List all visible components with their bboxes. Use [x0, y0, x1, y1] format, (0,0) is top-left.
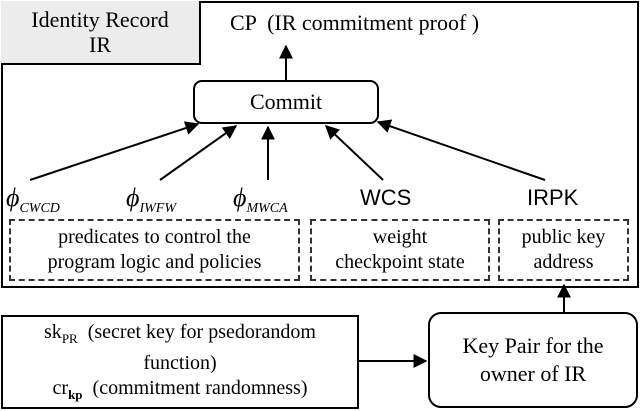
- wcs-label: WCS: [360, 185, 412, 210]
- weight-line1: weight: [372, 226, 428, 248]
- phi-mwca-label: ϕMWCA: [233, 183, 288, 224]
- secret-line1: skPR (secret key for psedorandom: [44, 320, 316, 351]
- weight-line2: checkpoint state: [335, 251, 465, 273]
- secret-key-box: skPR (secret key for psedorandom functio…: [1, 315, 359, 409]
- secret-line2: function): [143, 352, 217, 374]
- secret-line3: crkp (commitment randomness): [53, 376, 308, 407]
- identity-record-title: Identity Record: [31, 7, 169, 32]
- phi-cwcd-label: ϕCWCD: [6, 183, 60, 224]
- predicates-box: predicates to control the program logic …: [9, 219, 300, 281]
- phi-symbol: ϕ: [126, 183, 140, 212]
- pubkey-line2: address: [533, 251, 594, 273]
- key-pair-node: Key Pair for the owner of IR: [428, 312, 638, 408]
- phi-subscript: IWFW: [139, 201, 177, 217]
- identity-record-abbrev: IR: [89, 32, 111, 57]
- keypair-line1: Key Pair for the: [462, 333, 604, 358]
- commit-label: Commit: [249, 89, 323, 114]
- sk-subscript: PR: [61, 331, 78, 346]
- phi-symbol: ϕ: [6, 183, 20, 212]
- arrow-irpk-to-commit: [376, 119, 546, 181]
- cr-description: (commitment randomness): [92, 377, 308, 399]
- arrow-iwfw-to-commit: [159, 125, 238, 181]
- phi-subscript: MWCA: [246, 201, 288, 217]
- arrow-cwcd-to-commit: [29, 121, 200, 181]
- commit-node: Commit: [193, 80, 379, 124]
- pubkey-line1: public key: [521, 226, 606, 248]
- irpk-label: IRPK: [527, 185, 579, 210]
- weight-checkpoint-box: weight checkpoint state: [310, 219, 490, 281]
- keypair-line2: owner of IR: [479, 361, 587, 386]
- phi-iwfw-label: ϕIWFW: [126, 183, 176, 224]
- phi-symbol: ϕ: [233, 183, 247, 212]
- sk-description: (secret key for psedorandom: [87, 321, 316, 343]
- predicates-line1: predicates to control the: [58, 226, 251, 248]
- sk-symbol: sk: [44, 321, 62, 343]
- public-key-box: public key address: [498, 219, 629, 281]
- cr-subscript: kp: [68, 387, 83, 402]
- cp-text: CP (IR commitment proof ): [230, 10, 480, 35]
- identity-record-label: Identity Record IR: [1, 1, 201, 65]
- cp-label: CP (IR commitment proof ): [230, 8, 630, 38]
- predicates-line2: program logic and policies: [47, 251, 262, 273]
- phi-subscript: CWCD: [19, 201, 60, 217]
- identity-record-frame: [1, 1, 639, 288]
- cr-symbol: cr: [52, 377, 69, 399]
- arrow-wcs-to-commit: [324, 125, 384, 181]
